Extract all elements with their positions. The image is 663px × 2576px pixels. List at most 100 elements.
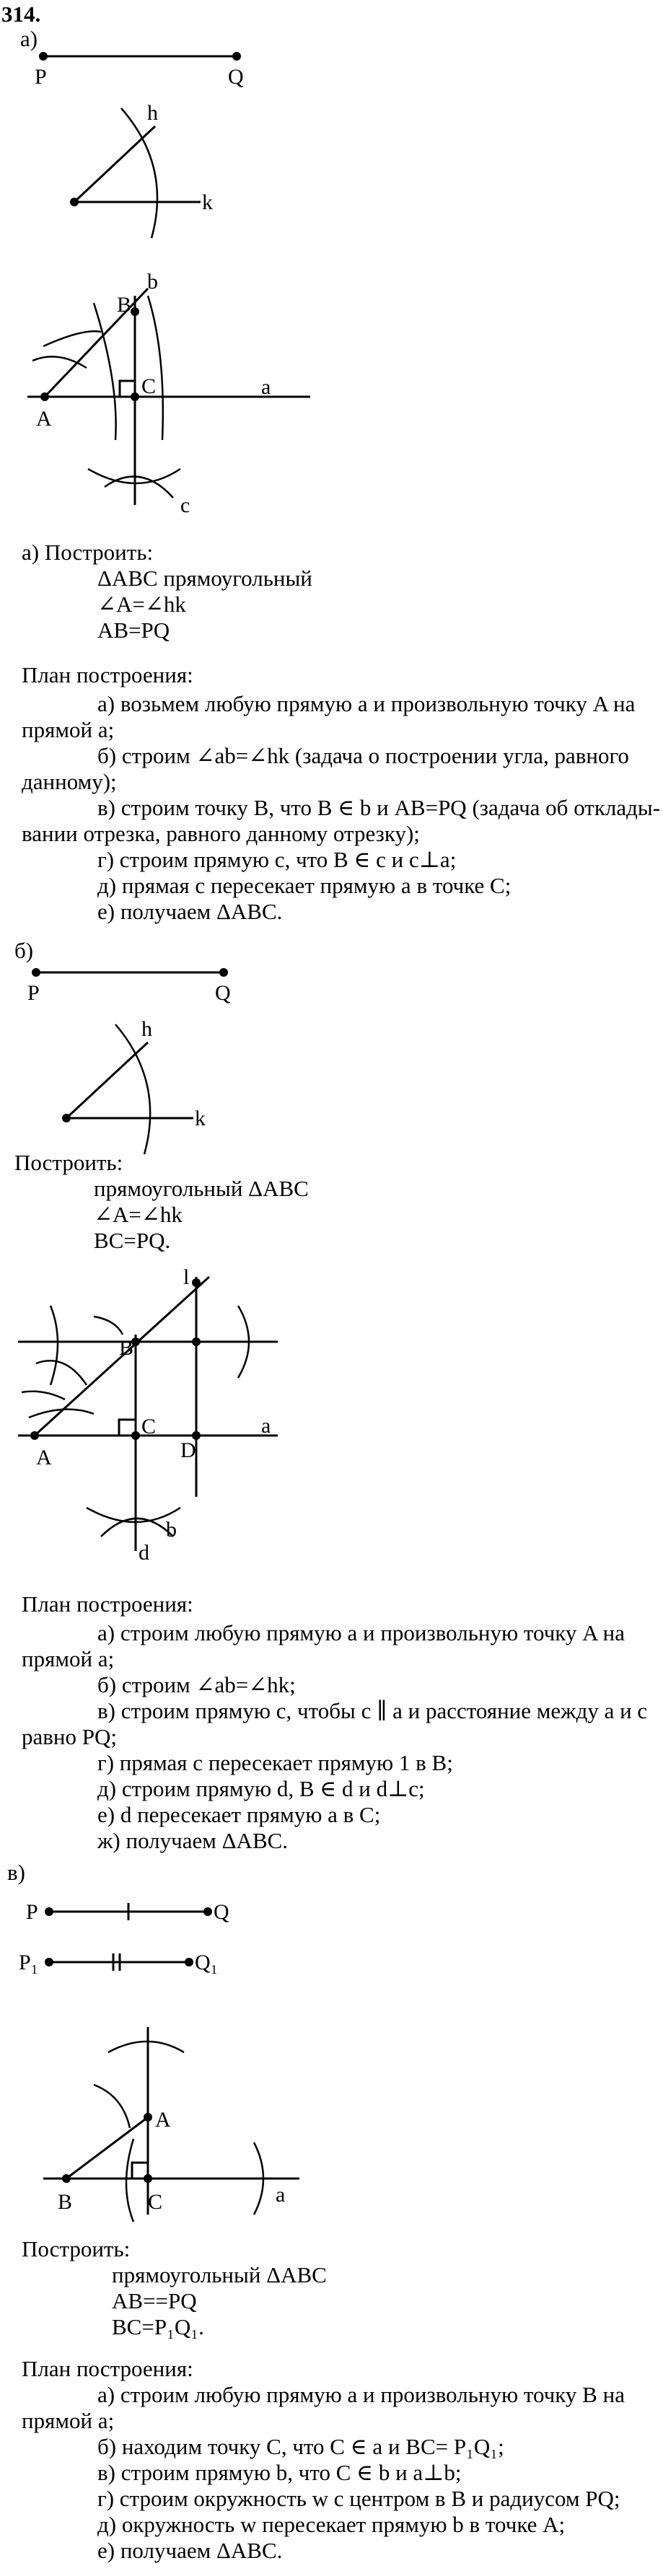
part-c-task-title: Построить: (22, 2236, 131, 2261)
point-b (131, 1337, 140, 1346)
arc-1 (43, 330, 102, 348)
label-h: h (147, 101, 158, 125)
label-q: Q (215, 981, 231, 1005)
label-D: D (180, 1438, 196, 1462)
point-a (30, 1431, 39, 1440)
hypotenuse-ab (66, 2116, 149, 2180)
part-c-segments: P Q P₁ Q₁ (19, 1900, 229, 1974)
measuring-arc (115, 1024, 152, 1155)
label-h: h (141, 1017, 152, 1041)
part-a-plan-line: д) прямая c пересекает прямую a в точке … (97, 873, 511, 898)
part-c-task-line: прямоугольный ΔABC (112, 2262, 327, 2287)
label-C: C (141, 1415, 156, 1438)
label-B: B (119, 1336, 133, 1360)
part-a-plan-line: г) строим прямую c, что B ∈ c и c⊥a; (97, 847, 457, 872)
line-b (43, 287, 149, 398)
label-k: k (195, 1107, 206, 1130)
part-a-plan-line: в) строим точку B, что B ∈ b и AB=PQ (за… (97, 795, 661, 820)
arc-4 (21, 1390, 66, 1401)
arc-5 (87, 467, 181, 485)
arc-4 (253, 2142, 265, 2215)
label-q: Q (228, 65, 244, 89)
part-b-plan-line: г) прямая c пересекает прямую 1 в B; (97, 1750, 453, 1775)
part-a-angle-hk: h k (70, 101, 213, 239)
label-b: b (166, 1518, 177, 1542)
arc-3 (92, 302, 117, 441)
label-p: P (35, 65, 47, 89)
part-c-plan-line: г) строим окружность w с центром в B и р… (97, 2486, 620, 2511)
label-b: b (147, 270, 158, 294)
point-q (232, 52, 241, 61)
label-B: B (58, 2190, 72, 2214)
part-c-plan-line: д) окружность w пересекает прямую b в то… (97, 2512, 566, 2537)
label-q1: Q₁ (195, 1951, 218, 1974)
point-q (203, 1907, 212, 1916)
part-b-plan-line: ж) получаем ΔABC. (97, 1828, 289, 1853)
part-a-plan-line: данному); (22, 769, 117, 794)
point-f (192, 1278, 201, 1287)
part-a-plan-line: прямой a; (22, 717, 115, 742)
point-b (131, 307, 139, 316)
label-p: P (27, 981, 40, 1005)
point-c (131, 1431, 140, 1440)
point-q (219, 968, 228, 977)
part-b-plan-line: в) строим прямую c, чтобы c ∥ a и рассто… (97, 1698, 648, 1723)
label-a: a (261, 375, 271, 399)
arc-7 (86, 1506, 181, 1524)
part-a-label: а) (20, 26, 38, 51)
label-q: Q (214, 1900, 229, 1924)
arc-2 (35, 1360, 88, 1386)
ray-h (73, 125, 157, 203)
arc-3 (28, 1408, 95, 1419)
arc-2 (32, 356, 87, 369)
point-c (144, 2174, 152, 2183)
part-c-task-line: AB==PQ (112, 2288, 197, 2313)
part-a-task-line: AB=PQ (97, 617, 170, 643)
part-b-plan-line: прямой a; (22, 1646, 115, 1671)
part-b-task-title: Построить: (14, 1150, 123, 1175)
part-b-angle-hk: h k (62, 1017, 206, 1155)
vertex-point (62, 1114, 71, 1122)
label-B: B (117, 293, 131, 317)
part-b-plan-line: а) строим любую прямую a и произвольную … (97, 1620, 625, 1645)
part-c-label: в) (7, 1860, 25, 1885)
label-A: A (155, 2108, 171, 2132)
part-b-task-line: ∠A=∠hk (94, 1202, 183, 1227)
arc-4 (146, 295, 164, 441)
part-c-construction: A B C a (43, 2027, 299, 2223)
part-b-plan-line: равно PQ; (22, 1724, 117, 1749)
point-d (192, 1431, 201, 1440)
right-angle-mark (118, 1418, 136, 1436)
point-p (39, 52, 48, 61)
part-b-label: б) (14, 938, 34, 963)
part-c-task-line: BC=P₁Q₁. (112, 2314, 204, 2339)
part-b-task-line: прямоугольный ΔABC (94, 1176, 309, 1201)
point-p (45, 1907, 53, 1916)
part-c-plan-line: б) находим точку C, что C ∈ a и BC= P₁Q₁… (97, 2434, 504, 2459)
part-c-plan-line: в) строим прямую b, что C ∈ b и a⊥b; (97, 2460, 462, 2485)
part-a-segment-pq: P Q (35, 52, 244, 89)
right-angle-mark (118, 379, 135, 397)
point-b (62, 2174, 71, 2183)
label-p: P (26, 1900, 38, 1924)
part-c-plan-line: е) получаем ΔABC. (97, 2538, 283, 2563)
label-a: a (276, 2183, 285, 2207)
part-c-plan-line: прямой a; (22, 2408, 115, 2433)
label-k: k (202, 190, 213, 214)
part-b-plan-line: д) строим прямую d, B ∈ d и d⊥c; (97, 1776, 425, 1801)
part-b-construction: l B C a A D b d (18, 1265, 278, 1565)
label-A: A (36, 407, 52, 431)
arc-6 (237, 1305, 250, 1379)
part-a-plan-title: План построения: (22, 662, 193, 687)
arc-1 (49, 1305, 59, 1386)
label-l: l (183, 1265, 189, 1289)
label-C: C (148, 2190, 162, 2214)
arc-8 (100, 1517, 174, 1537)
measuring-arc (120, 107, 159, 239)
part-b-plan-title: План построения: (22, 1591, 193, 1617)
label-p1: P₁ (19, 1951, 38, 1974)
point-c (131, 392, 139, 401)
point-p (32, 968, 40, 977)
part-a-plan-line: вании отрезка, равного данному отрезку); (22, 821, 420, 846)
arc-2 (93, 2083, 131, 2129)
